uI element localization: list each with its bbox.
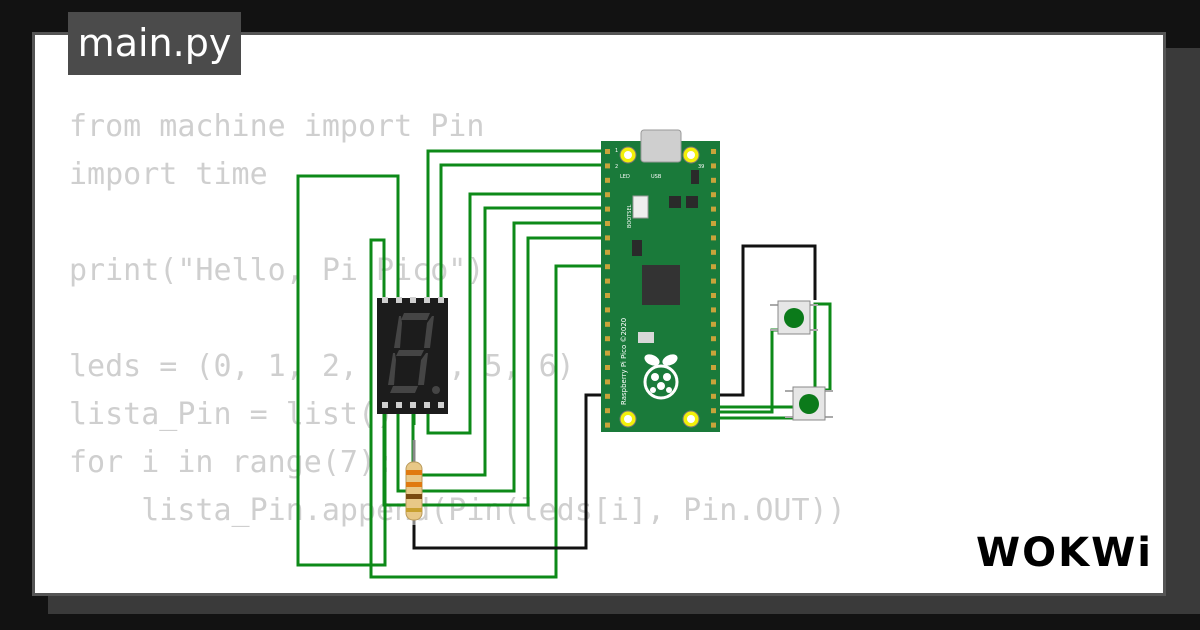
board-pin — [711, 149, 716, 154]
board-pin — [605, 321, 610, 327]
board-pin — [711, 336, 716, 342]
code-line: for i in range(7): — [69, 445, 395, 480]
board-pin — [605, 365, 610, 370]
board-pin — [605, 422, 610, 428]
board-name: Raspberry Pi Pico ©2020 — [620, 318, 628, 405]
board-pin — [711, 221, 716, 226]
preview-card: from machine import Pin import time print(… — [32, 32, 1166, 596]
board-pin — [605, 192, 610, 198]
wire — [426, 192, 608, 435]
code-line: digitos = { — [69, 583, 846, 593]
board-pin — [711, 350, 716, 356]
seven-segment-display — [377, 297, 448, 414]
board-pin — [711, 379, 716, 385]
board-pin — [605, 350, 610, 356]
board-pin — [711, 408, 716, 414]
raspberry-pi-pico: 1 2 39 LED USB BOOTSEL Raspberry Pi Pico… — [601, 129, 720, 432]
pin-label: 39 — [698, 164, 704, 170]
code-line: from machine import Pin — [69, 109, 485, 144]
board-pin — [605, 307, 610, 313]
pin-label: 2 — [615, 164, 618, 170]
code-line: lista_Pin.append(Pin(leds[i], Pin.OUT)) — [69, 493, 846, 528]
wire — [396, 221, 608, 493]
display-pins — [382, 297, 444, 408]
bootsel-button — [632, 195, 649, 219]
rp2040-chip — [642, 265, 680, 305]
board-pin — [605, 264, 610, 270]
wire — [369, 236, 608, 579]
board-pin — [605, 235, 610, 241]
code-line: import time — [69, 157, 268, 192]
board-pin — [605, 408, 610, 414]
led-label: LED — [620, 174, 630, 180]
file-tab[interactable]: main.py — [68, 12, 241, 75]
board-pins — [605, 149, 716, 428]
board-pin — [605, 379, 610, 385]
board-pin — [605, 177, 610, 183]
code-editor: from machine import Pin import time print(… — [69, 103, 846, 593]
usb-label: USB — [651, 174, 662, 180]
board-pin — [711, 177, 716, 183]
board-pin — [605, 149, 610, 154]
board-pin — [605, 278, 610, 284]
bootsel-label: BOOTSEL — [627, 204, 633, 228]
wire — [708, 244, 817, 397]
board-pin — [711, 293, 716, 298]
raspberry-logo-icon — [643, 354, 679, 400]
push-button-1[interactable] — [770, 300, 818, 335]
board-pin — [711, 278, 716, 284]
push-button-2[interactable] — [785, 386, 833, 421]
wire — [296, 174, 400, 567]
board-pin — [711, 365, 716, 370]
logo-text: WOKWi — [976, 530, 1153, 576]
usb-connector — [640, 129, 682, 163]
resistor — [405, 440, 423, 525]
board-pin — [711, 393, 716, 399]
wire — [426, 149, 608, 300]
board-pin — [711, 235, 716, 241]
code-line: lista_Pin = list() — [69, 397, 395, 432]
board-pin — [711, 422, 716, 428]
board-pin — [605, 293, 610, 298]
board-pin — [605, 206, 610, 212]
board-pin — [711, 321, 716, 327]
board-pin — [605, 221, 610, 226]
board-pin — [711, 163, 716, 169]
display-segments — [388, 313, 440, 394]
board-pin — [711, 264, 716, 270]
code-line: print("Hello, Pi Pico") — [69, 253, 485, 288]
ground-wires — [412, 244, 817, 550]
board-pin — [711, 249, 716, 255]
board-pin — [711, 307, 716, 313]
board-pin — [605, 163, 610, 169]
wire — [439, 163, 608, 300]
board-pin — [605, 336, 610, 342]
pin-label: 1 — [615, 148, 618, 154]
board-pin — [711, 192, 716, 198]
board-pin — [605, 249, 610, 255]
wire — [412, 393, 608, 550]
board-pin — [711, 206, 716, 212]
board-pin — [605, 393, 610, 399]
wokwi-logo: WOKWi — [976, 530, 1153, 576]
